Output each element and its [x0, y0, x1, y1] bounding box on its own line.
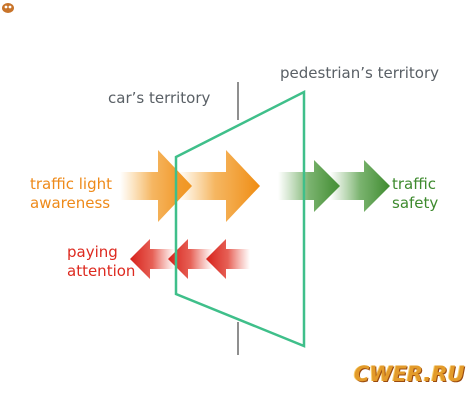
watermark: CWER.RU: [354, 362, 465, 386]
red-arrow-left-3: [206, 239, 250, 279]
traffic-light-awareness-label-line1: traffic light: [30, 175, 113, 193]
green-arrow-2: [330, 160, 390, 212]
pedestrians-territory-label: pedestrian’s territory: [280, 64, 440, 82]
orange-arrow-2: [178, 150, 260, 222]
orange-arrow-1: [120, 150, 192, 222]
traffic-safety-label-line1: traffic: [392, 175, 436, 193]
watermark-mascot-icon: [2, 3, 14, 13]
paying-attention-label-line2: attention: [67, 262, 136, 280]
red-arrow-left-1: [130, 239, 175, 279]
cars-territory-label: car’s territory: [108, 89, 211, 107]
green-arrow-1: [278, 160, 340, 212]
traffic-safety-label-line2: safety: [392, 194, 439, 212]
red-arrow-left-2: [168, 239, 213, 279]
traffic-light-awareness-label-line2: awareness: [30, 194, 111, 212]
paying-attention-label-line1: paying: [67, 243, 118, 261]
crossing-outline: [174, 89, 306, 348]
